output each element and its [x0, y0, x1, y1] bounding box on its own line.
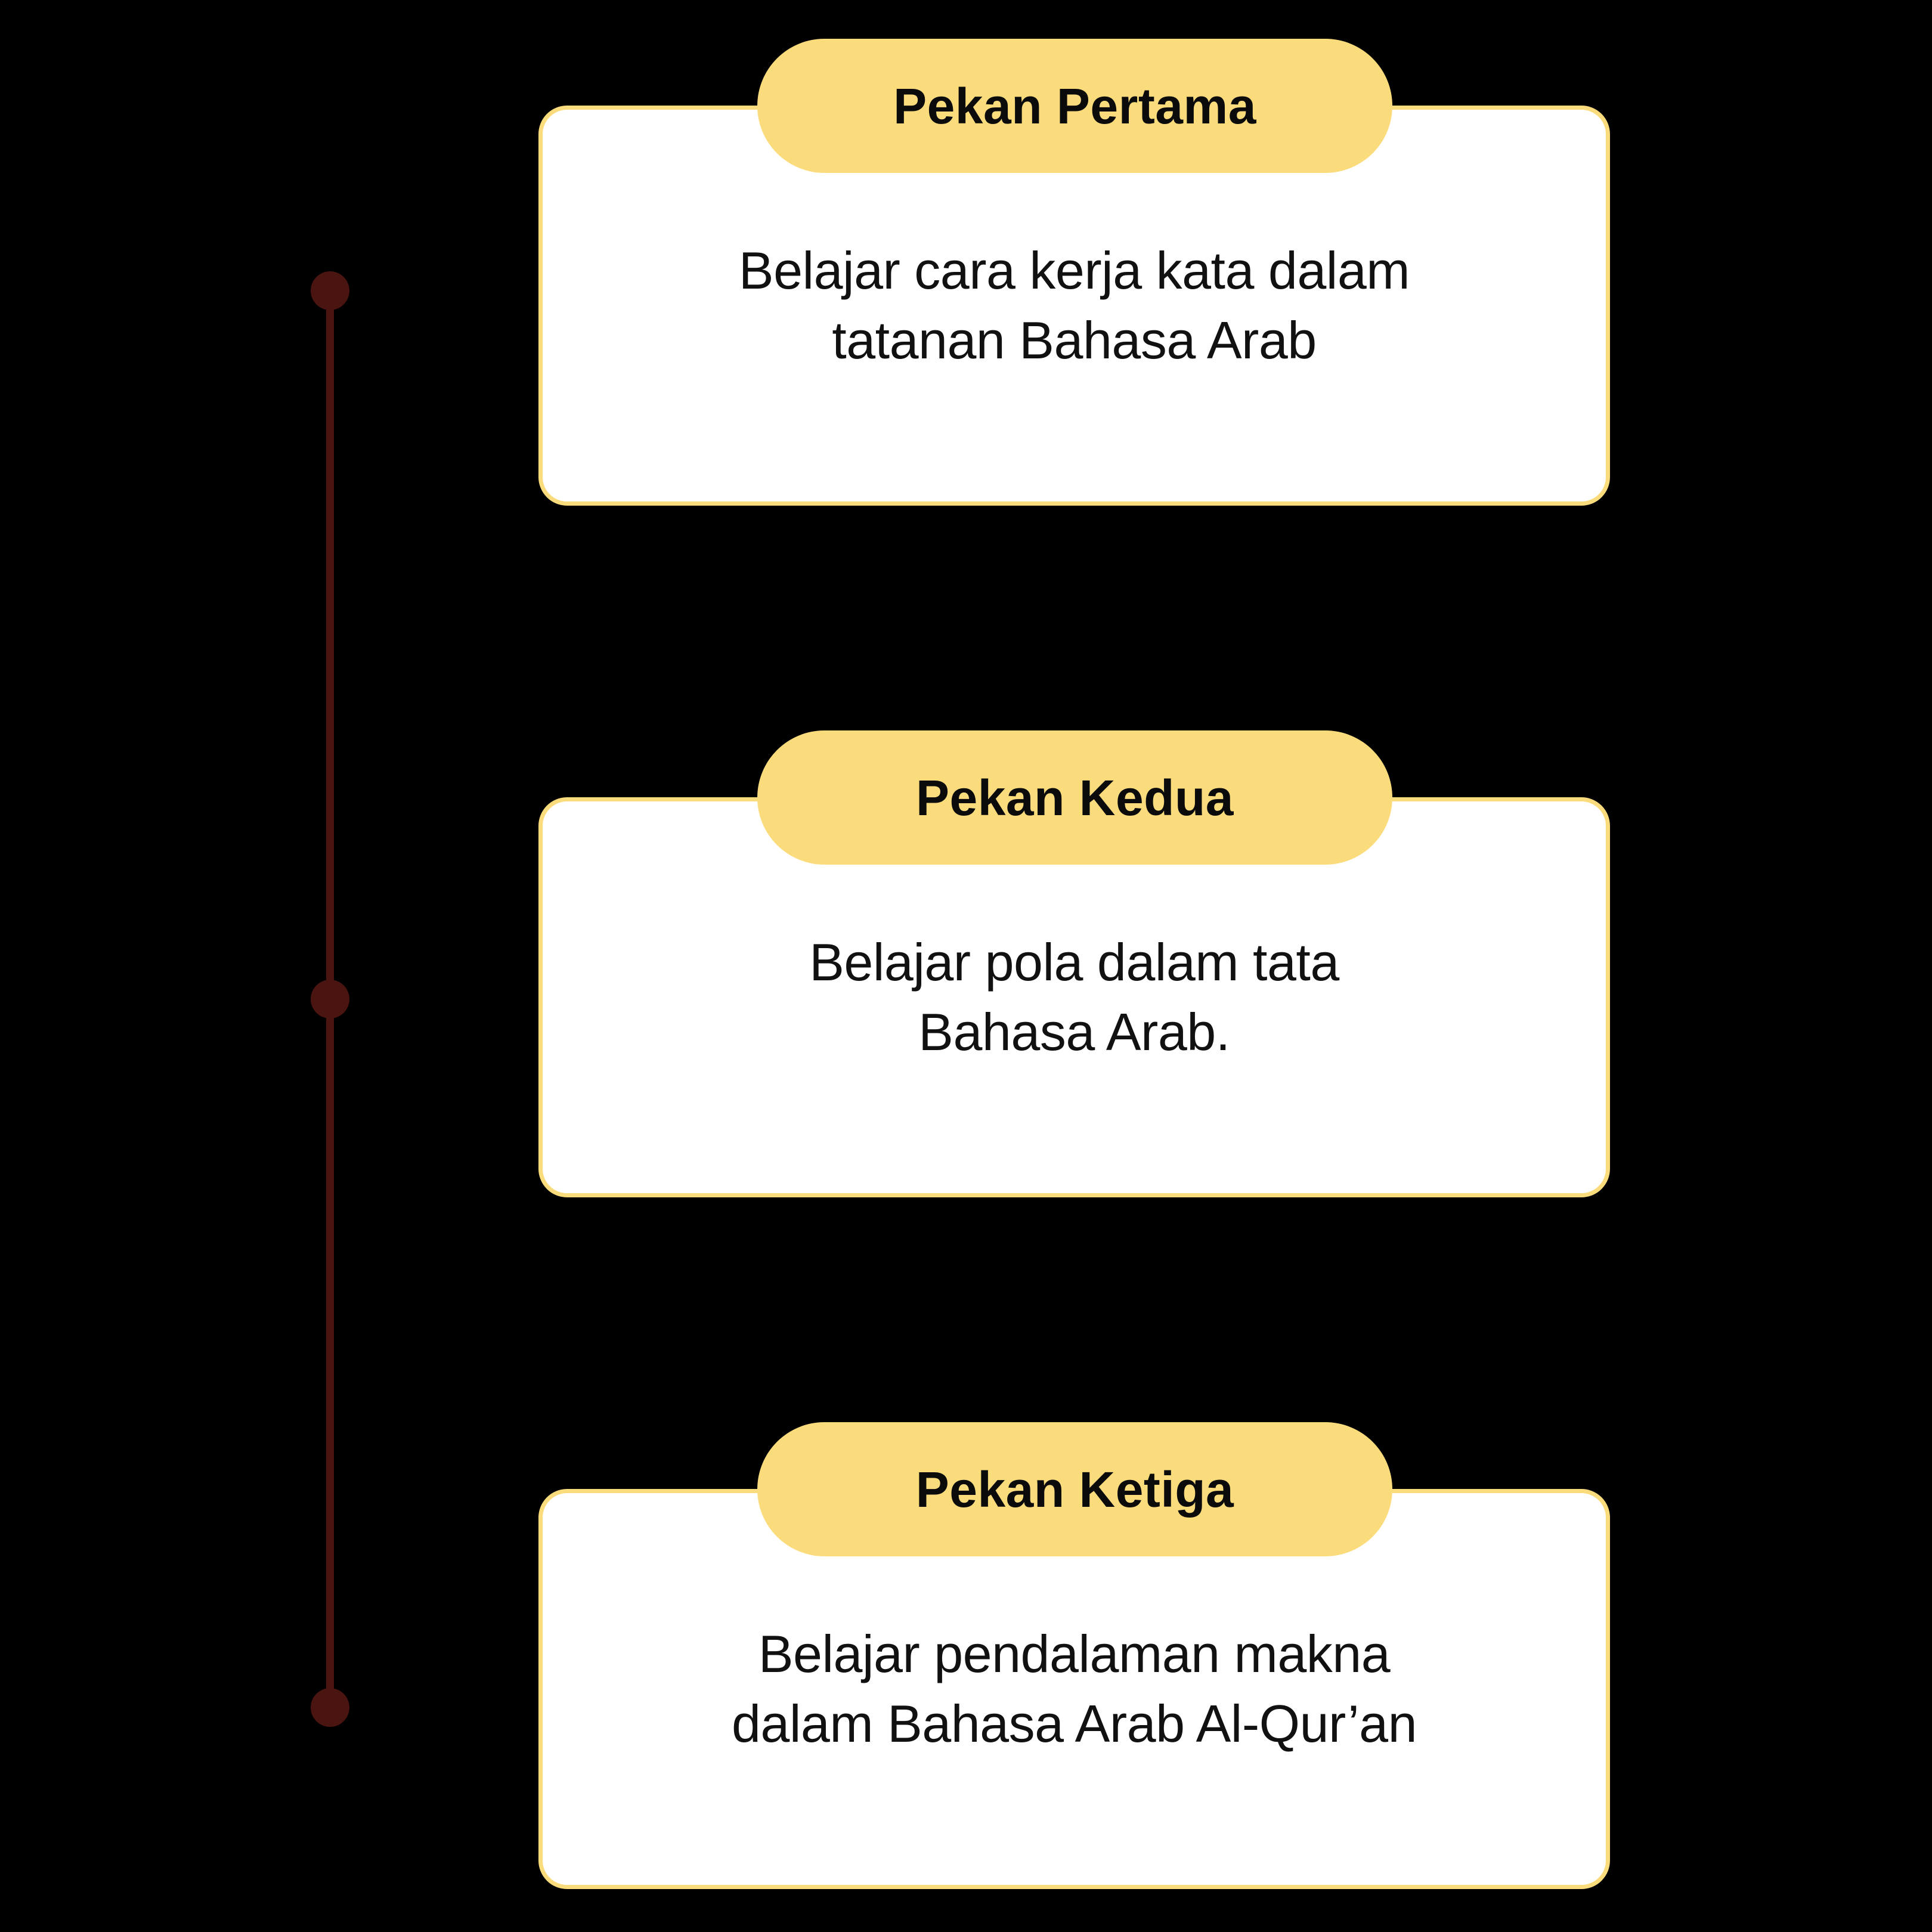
timeline-header-pill-week-1: Pekan Pertama [757, 39, 1392, 173]
timeline-header-pill-week-3: Pekan Ketiga [757, 1422, 1392, 1556]
timeline-header-pill-week-2: Pekan Kedua [757, 730, 1392, 865]
timeline-header-label-week-3: Pekan Ketiga [915, 1461, 1234, 1518]
timeline-card-body-week-3: Belajar pendalaman makna dalam Bahasa Ar… [731, 1624, 1417, 1753]
timeline-header-label-week-1: Pekan Pertama [893, 78, 1256, 134]
timeline-header-label-week-2: Pekan Kedua [915, 769, 1234, 826]
timeline-card-week-1: Belajar cara kerja kata dalam tatanan Ba… [538, 106, 1610, 506]
timeline-dot-week-2 [311, 980, 349, 1018]
timeline-card-body-week-2: Belajar pola dalam tata Bahasa Arab. [809, 933, 1339, 1061]
timeline-dot-week-3 [311, 1688, 349, 1727]
timeline-dot-week-1 [311, 271, 349, 310]
timeline-card-body-week-1: Belajar cara kerja kata dalam tatanan Ba… [738, 241, 1410, 370]
